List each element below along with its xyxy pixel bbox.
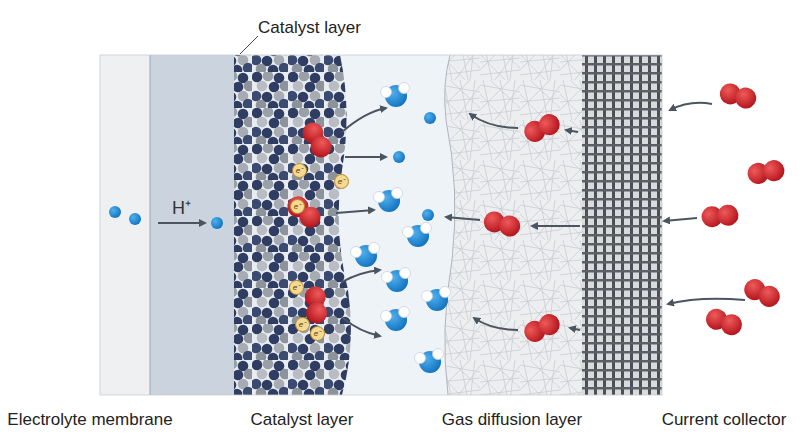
electron-label: e⁻ [295, 317, 310, 332]
layer-label: Current collector [644, 410, 800, 430]
gas-diffusion-layer-band [445, 55, 582, 395]
leader-line [240, 36, 258, 54]
electron-label: e⁻ [292, 163, 307, 178]
oxygen-molecule [283, 119, 335, 325]
oxygen-molecule [481, 111, 563, 346]
layer-label: Gas diffusion layer [422, 410, 602, 430]
product-arrow [336, 108, 386, 336]
proton [109, 112, 436, 229]
part-label: Catalyst layer [258, 18, 361, 38]
layer-label: Catalyst layer [222, 410, 382, 430]
layer-boundary [150, 55, 151, 395]
electrolyte-membrane-band [150, 55, 234, 395]
proton-arrow [158, 222, 205, 224]
catalyst-layer-band [234, 55, 351, 395]
electron-label: e⁻ [310, 326, 325, 341]
water-molecule [351, 83, 451, 374]
cell-outline [100, 55, 662, 395]
electron-label: e⁻ [289, 280, 304, 295]
current-collector-grid [582, 55, 662, 395]
membrane-edge [100, 55, 150, 395]
electron-label: e⁻ [290, 199, 305, 214]
supply-arrow [664, 103, 745, 304]
diffusion-arrow [446, 114, 580, 330]
layer-label: Electrolyte membrane [0, 410, 180, 430]
electron-label: e⁻ [334, 174, 349, 189]
layer-boundary [445, 55, 455, 395]
pore-region [234, 55, 584, 395]
ion-label: H⁺ [172, 198, 191, 218]
